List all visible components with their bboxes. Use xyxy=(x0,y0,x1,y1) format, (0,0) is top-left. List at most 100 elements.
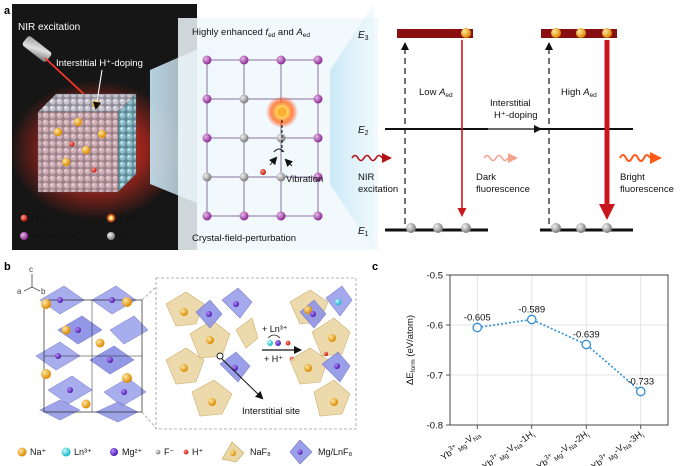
panel-c-label: c xyxy=(372,261,378,273)
vibration-arrow-2 xyxy=(284,158,294,168)
e3-label: E3 xyxy=(358,30,369,42)
legend-na-icon xyxy=(17,447,27,457)
legend-h-icon-b xyxy=(183,449,189,455)
high-aed-label: High Aed xyxy=(561,87,597,99)
nir-excitation-label-2: excitation xyxy=(358,184,398,195)
legend-mglnf8-label: Mg/LnF₈ xyxy=(318,447,353,457)
y-tick-label: -0.6 xyxy=(427,321,443,332)
data-point xyxy=(472,322,483,333)
interstitial-site-label: Interstitial site xyxy=(242,406,300,417)
plus-h-label: + H⁺ xyxy=(264,354,283,364)
lattice-atoms xyxy=(202,55,323,221)
dark-wave-arrowhead xyxy=(508,153,518,163)
y-tick-label: -0.7 xyxy=(427,371,443,382)
legend-host-icon xyxy=(20,232,28,240)
zoom-box xyxy=(155,277,357,430)
reaction-ln-icon xyxy=(267,340,273,346)
excited-ln-left xyxy=(461,28,471,38)
zoom-line-top xyxy=(141,286,157,301)
y-tick-label: -0.5 xyxy=(427,271,443,282)
legend-ln-label-b: Ln³⁺ xyxy=(74,447,92,457)
legend-ln-icon xyxy=(106,213,116,223)
nir-excitation-title: NIR excitation xyxy=(18,22,80,33)
low-aed-label: Low Aed xyxy=(419,87,453,99)
legend-f-icon xyxy=(107,232,115,240)
legend-mg-icon xyxy=(110,448,118,456)
dark-fluorescence-label-1: Dark xyxy=(476,172,496,183)
data-label: -0.589 xyxy=(518,305,545,316)
excited-ln-right-1 xyxy=(551,28,561,38)
reaction-exchange-arc xyxy=(267,334,281,339)
h-atom xyxy=(260,169,266,175)
emission-arrowhead-right xyxy=(599,204,615,220)
x-tick-label: Yb3+Mg-VNa xyxy=(438,427,483,464)
panel-a: a NIR excitation Interstitial H⁺-doping xyxy=(4,4,674,250)
x-tick-label: Yb3+Mg-VNa-2Hi xyxy=(534,428,592,466)
ground-atom-right-1 xyxy=(551,223,561,233)
excited-ln-right-3 xyxy=(602,28,612,38)
bright-wave-arrowhead xyxy=(650,152,662,164)
nir-excitation-label-1: NIR xyxy=(358,172,375,183)
x-tick-label: Yb3+Mg-VNa-1Hi xyxy=(480,428,538,466)
nir-wave-arrowhead xyxy=(382,153,392,163)
ground-atom-left-1 xyxy=(406,223,416,233)
plot-frame xyxy=(449,274,669,426)
legend-na-label: Na⁺ xyxy=(30,447,47,457)
e1-label: E1 xyxy=(358,226,369,238)
legend-h-icon xyxy=(20,214,28,222)
axis-a-label: a xyxy=(17,287,22,296)
data-label: -0.605 xyxy=(464,313,491,324)
ground-atom-left-2 xyxy=(433,223,443,233)
legend-naf8-label: NaF₈ xyxy=(250,447,271,457)
legend-f-label: F⁻ xyxy=(120,231,130,241)
data-label: -0.639 xyxy=(573,330,600,341)
crystal-unit-cell xyxy=(35,285,149,423)
panel-a-legend: H⁺ Ln³⁺ Host cation F⁻ xyxy=(20,213,138,241)
axes-indicator xyxy=(23,274,41,292)
legend-f-icon-b xyxy=(155,449,161,455)
legend-h-label-b: H⁺ xyxy=(192,447,203,457)
ln-dopant xyxy=(277,107,287,117)
e3-level-bar-left xyxy=(397,29,473,38)
panel-b-label: b xyxy=(4,261,11,273)
panel-b-legend: Na⁺ Ln³⁺ Mg²⁺ F⁻ H⁺ NaF₈ Mg/LnF₈ xyxy=(17,439,353,465)
reaction-h-icon xyxy=(285,340,291,346)
vibration-arrow-1 xyxy=(269,156,278,166)
interstitial-site-arrow xyxy=(221,358,264,400)
x-tick-label: Yb3+Mg-VNa-3Hi xyxy=(589,428,647,466)
structure-after xyxy=(289,285,353,417)
energy-diagram: E3 E2 E1 Low Aed Interstitial H⁺-doping … xyxy=(351,28,674,238)
crystal-cube xyxy=(37,93,137,193)
legend-ln-icon-b xyxy=(61,447,71,457)
series-line xyxy=(477,318,642,393)
vibration-arc xyxy=(273,148,285,153)
interstitial-label-1: Interstitial xyxy=(490,98,531,109)
ground-atom-left-3 xyxy=(461,223,471,233)
zoom-beam-right xyxy=(330,4,374,250)
data-point xyxy=(526,314,537,325)
doping-arrow xyxy=(92,69,103,110)
bright-fluorescence-label-1: Bright xyxy=(620,172,645,183)
interstitial-doping-label: Interstitial H⁺-doping xyxy=(56,58,143,69)
bright-wave-icon xyxy=(619,154,651,162)
ground-atom-right-2 xyxy=(576,223,586,233)
legend-f-label-b: F⁻ xyxy=(164,447,174,457)
panel-a-label: a xyxy=(4,5,11,17)
data-label: -0.733 xyxy=(627,377,654,388)
legend-ln-label: Ln³⁺ xyxy=(120,213,138,223)
e2-label: E2 xyxy=(358,125,369,137)
crystal-field-label: Crystal-field-perturbation xyxy=(192,233,296,244)
zoom-line-bottom xyxy=(141,411,157,429)
bright-fluorescence-label-2: fluorescence xyxy=(620,184,674,195)
dark-fluorescence-label-2: fluorescence xyxy=(476,184,530,195)
structure-before xyxy=(165,287,259,417)
data-point xyxy=(581,339,592,350)
plus-ln-label: + Ln³⁺ xyxy=(262,324,288,334)
excited-ln-right-2 xyxy=(576,28,586,38)
nir-wave-icon xyxy=(351,154,383,162)
reaction-mg-icon xyxy=(275,340,281,346)
legend-h-label: H⁺ xyxy=(32,213,43,223)
